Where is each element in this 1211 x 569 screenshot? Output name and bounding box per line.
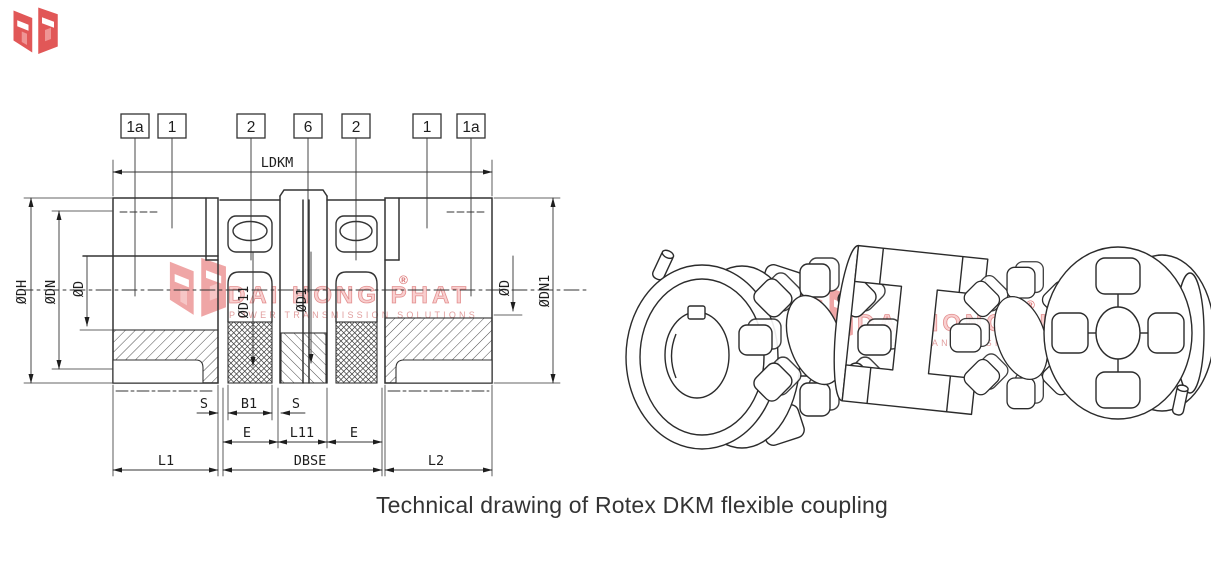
dim-d11: ØD11 bbox=[236, 286, 252, 319]
center-sleeve bbox=[833, 244, 989, 416]
callout-label: 6 bbox=[304, 119, 313, 136]
watermark-left: DAI HONG PHAT ® POWER TRANSMISSION SOLUT… bbox=[169, 257, 478, 320]
2d-drawing: 1a 1 2 6 2 1 1a bbox=[14, 113, 589, 477]
callout-label: 1 bbox=[168, 119, 177, 136]
callout-label: 2 bbox=[247, 119, 256, 136]
callout-label: 1a bbox=[126, 119, 144, 136]
extension-lines bbox=[23, 159, 561, 477]
brand-logo-icon bbox=[13, 7, 58, 54]
dim-d-right: ØD bbox=[497, 280, 513, 296]
section-hatching bbox=[112, 317, 493, 384]
callout-label: 1a bbox=[462, 119, 480, 136]
callout-label: 2 bbox=[352, 119, 361, 136]
callout-row: 1a 1 2 6 2 1 1a bbox=[120, 113, 486, 297]
dim-b1: B1 bbox=[241, 396, 257, 412]
dim-dn1: ØDN1 bbox=[537, 275, 553, 308]
watermark-brand: DAI HONG PHAT bbox=[228, 282, 470, 309]
dim-e-right: E bbox=[350, 425, 358, 441]
dim-ldkm: LDKM bbox=[261, 155, 294, 171]
figure-caption: Technical drawing of Rotex DKM flexible … bbox=[375, 492, 889, 518]
registered-mark: ® bbox=[1026, 298, 1035, 312]
hub-bore bbox=[664, 311, 730, 399]
watermark-tagline: POWER TRANSMISSION SOLUTIONS bbox=[229, 310, 478, 320]
hub-right bbox=[1043, 246, 1211, 420]
key-pin-left bbox=[652, 249, 675, 281]
dim-dn: ØDN bbox=[43, 280, 59, 304]
keyway-notch bbox=[687, 305, 706, 320]
callout-label: 1 bbox=[423, 119, 432, 136]
dim-e-left: E bbox=[243, 425, 251, 441]
dimension-labels: LDKM ØDH ØDN ØD ØD11 ØD1 ØD ØDN1 S B1 S … bbox=[14, 155, 553, 469]
dim-dbse: DBSE bbox=[294, 453, 327, 469]
dim-l11: L11 bbox=[290, 425, 314, 441]
dim-dh: ØDH bbox=[14, 280, 30, 304]
dimension-lines bbox=[28, 169, 556, 473]
dim-l2: L2 bbox=[428, 453, 444, 469]
dim-l1: L1 bbox=[158, 453, 174, 469]
exploded-view bbox=[625, 244, 1211, 450]
dim-s-right: S bbox=[292, 396, 300, 412]
dim-d1: ØD1 bbox=[294, 288, 310, 312]
key-pin-right bbox=[1171, 384, 1189, 416]
dim-d-left: ØD bbox=[71, 281, 87, 297]
registered-mark: ® bbox=[399, 273, 408, 287]
dim-s-left: S bbox=[200, 396, 208, 412]
